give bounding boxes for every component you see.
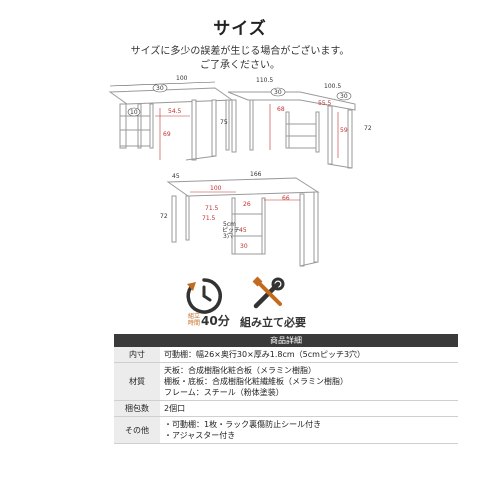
clock-minutes: 40分 — [201, 314, 230, 328]
table-row: 材質 天板：合成樹脂化粧合板（メラミン樹脂） 棚板・底板：合成樹脂化粧繊維板（メ… — [114, 362, 458, 401]
spec-line: 可動棚：幅26×奥行30×厚み1.8cm（5cmピッチ3穴） — [164, 350, 366, 359]
spec-value: 可動棚：幅26×奥行30×厚み1.8cm（5cmピッチ3穴） — [160, 347, 458, 363]
d3-depth: 45 — [172, 173, 180, 180]
wrench-screwdriver-icon — [250, 276, 286, 316]
d3-width: 166 — [250, 171, 262, 178]
d3-sub2: 71.5 — [202, 215, 216, 222]
d2-w2: 100.5 — [324, 83, 341, 90]
spec-key: 材質 — [114, 362, 160, 401]
desk-diagram-1 — [108, 87, 234, 161]
spec-value: 天板：合成樹脂化粧合板（メラミン樹脂） 棚板・底板：合成樹脂化粧繊維板（メラミン… — [160, 362, 458, 401]
size-diagrams: 100 30 10 54.5 69 110.5 100.5 30 30 75 6… — [108, 75, 372, 267]
d2-shelf: 59 — [340, 127, 348, 134]
d3-h2: 45 — [239, 227, 247, 234]
spec-key: 内寸 — [114, 347, 160, 363]
tools-label: 組み立て必要 — [240, 316, 306, 329]
clock-icon — [184, 276, 224, 320]
d1-height: 69 — [163, 131, 171, 138]
table-row: 内寸 可動棚：幅26×奥行30×厚み1.8cm（5cmピッチ3穴） — [114, 347, 458, 363]
d2-w1: 110.5 — [256, 77, 273, 84]
d3-sub1: 71.5 — [205, 205, 219, 212]
d1-width: 100 — [176, 75, 188, 82]
d2-h: 75 — [220, 119, 228, 126]
d2-d1: 30 — [274, 89, 282, 96]
size-note-line2: ご了承ください。 — [200, 60, 280, 71]
d3-h1: 72 — [160, 213, 168, 220]
d3-h3: 30 — [240, 243, 248, 250]
d1-inner: 54.5 — [168, 108, 182, 115]
spec-value: ・可動棚：1枚・ラック裏傷防止シール付き ・アジャスター付き — [160, 416, 458, 444]
spec-table: 商品詳細 内寸 可動棚：幅26×奥行30×厚み1.8cm（5cmピッチ3穴） 材… — [114, 334, 458, 444]
spec-key: その他 — [114, 416, 160, 444]
d2-leg: 68 — [277, 106, 285, 113]
desk-diagram-2 — [227, 91, 356, 169]
d1-depth: 30 — [156, 85, 164, 92]
spec-line: フレーム：スチール（粉体塗装） — [164, 388, 284, 397]
d2-total-h: 72 — [364, 125, 372, 132]
spec-header: 商品詳細 — [114, 334, 458, 347]
d3-mid: 26 — [243, 201, 251, 208]
d3-right: 66 — [282, 195, 290, 202]
clock-label: 組立 時間 — [188, 313, 201, 327]
spec-key: 梱包数 — [114, 400, 160, 417]
desk-diagram-3 — [166, 177, 320, 267]
table-row: 梱包数 2個口 — [114, 400, 458, 417]
spec-line: 棚板・底板：合成樹脂化粧繊維板（メラミン樹脂） — [164, 377, 348, 386]
d3-left: 100 — [210, 185, 222, 192]
page-title: サイズ — [213, 19, 267, 39]
spec-value: 2個口 — [160, 400, 458, 417]
d2-inner: 55.5 — [318, 100, 332, 107]
d1-shelf-depth: 10 — [130, 109, 138, 116]
d2-d2: 30 — [340, 93, 348, 100]
size-note-line1: サイズに多少の誤差が生じる場合がございます。 — [130, 46, 350, 57]
spec-line: ・可動棚：1枚・ラック裏傷防止シール付き — [164, 420, 322, 429]
spec-line: 2個口 — [164, 404, 186, 413]
spec-line: ・アジャスター付き — [164, 431, 236, 440]
spec-line: 天板：合成樹脂化粧合板（メラミン樹脂） — [164, 366, 316, 375]
table-row: その他 ・可動棚：1枚・ラック裏傷防止シール付き ・アジャスター付き — [114, 416, 458, 444]
